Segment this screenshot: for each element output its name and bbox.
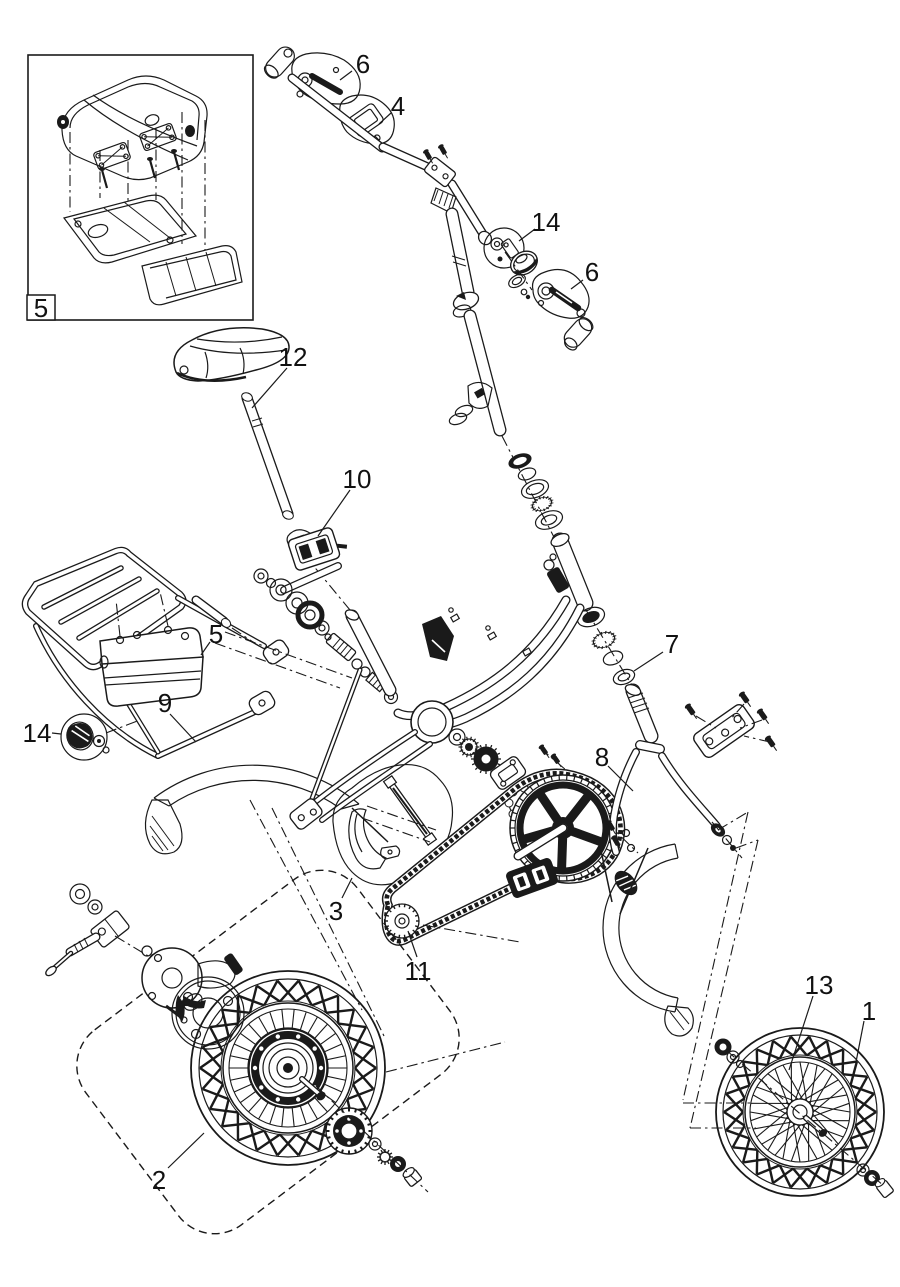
callout-label-1: 6 xyxy=(356,49,370,79)
callout-leader-15 xyxy=(788,995,814,1071)
fork-bracket xyxy=(693,703,755,759)
mount-plate xyxy=(139,122,177,152)
inset-bolts xyxy=(99,149,181,189)
callout-label-2: 4 xyxy=(391,91,405,121)
torque-arm xyxy=(90,910,130,948)
rear-wheel xyxy=(190,970,386,1166)
front-wheel-group xyxy=(714,1027,894,1199)
callout-leader-14 xyxy=(167,1132,205,1169)
callout-leader-8 xyxy=(169,713,197,743)
inset-battery-box-group xyxy=(27,54,254,321)
callout-label-16: 1 xyxy=(862,996,876,1026)
front-fender xyxy=(599,843,694,1037)
rear-sprocket xyxy=(325,1107,373,1155)
right-grip xyxy=(563,316,594,351)
callout-leader-10 xyxy=(633,651,664,672)
left-grip xyxy=(263,46,295,79)
frame-group xyxy=(289,553,585,830)
callout-label-4: 6 xyxy=(585,257,599,287)
tail-light xyxy=(60,713,141,761)
callout-leader-2 xyxy=(378,112,392,125)
headset-lower xyxy=(576,606,636,686)
inset-frame xyxy=(27,54,254,321)
headset-upper xyxy=(508,453,564,530)
rear-dropout xyxy=(289,798,323,830)
battery-base xyxy=(141,245,243,306)
callout-label-15: 13 xyxy=(805,970,834,1000)
callout-leader-16 xyxy=(855,1020,865,1063)
callout-leader-7 xyxy=(200,641,211,656)
clamp-bolt xyxy=(438,144,449,159)
battery-box xyxy=(99,591,204,707)
kickstand xyxy=(422,616,454,661)
bell-dome xyxy=(510,250,538,276)
chainguard-outline xyxy=(332,763,454,886)
callout-label-9: 14 xyxy=(23,718,52,748)
saddle-group xyxy=(173,327,351,611)
callout-label-13: 11 xyxy=(405,956,432,986)
callout-leader-11 xyxy=(607,765,634,792)
clamp-bolt xyxy=(423,149,434,164)
chainguard-group xyxy=(332,763,454,886)
drivetrain-group xyxy=(381,768,626,946)
hub-motor xyxy=(248,1028,328,1108)
callout-leader-9 xyxy=(51,732,62,735)
pedal-crank-group xyxy=(253,527,399,705)
callout-leader-3 xyxy=(518,228,536,242)
callout-label-3: 14 xyxy=(532,207,561,237)
bell-pod xyxy=(483,227,525,269)
rack-group xyxy=(21,546,389,855)
callout-label-11: 8 xyxy=(595,742,609,772)
bb-spindle xyxy=(325,632,357,662)
battery-tray xyxy=(62,194,198,264)
callout-label-10: 7 xyxy=(665,629,679,659)
callout-leader-5 xyxy=(251,367,288,409)
callout-label-5: 12 xyxy=(279,342,308,372)
callout-leader-1 xyxy=(339,70,353,81)
callout-label-6: 10 xyxy=(343,464,372,494)
rear-wheel-group xyxy=(45,799,506,1235)
handlebar-group xyxy=(263,46,637,693)
callout-label-12: 3 xyxy=(329,896,343,926)
callout-leader-6 xyxy=(317,489,351,537)
freewheel-bracket xyxy=(489,756,527,790)
bb-shell xyxy=(410,700,454,744)
callout-leader-13 xyxy=(407,930,418,958)
callout-label-7: 5 xyxy=(209,619,223,649)
display-pod xyxy=(339,94,395,145)
callout-label-0: 5 xyxy=(34,293,48,323)
right-pedal xyxy=(506,858,558,898)
callout-leader-4 xyxy=(570,279,584,290)
stem-clamp xyxy=(423,156,457,188)
callout-label-8: 9 xyxy=(158,688,172,718)
reflector-bracket xyxy=(467,381,493,409)
fork-group xyxy=(599,683,778,1129)
saddle xyxy=(173,327,290,382)
callout-leader-12 xyxy=(341,877,353,899)
pedal xyxy=(287,527,348,571)
callout-box-0 xyxy=(26,294,56,321)
callout-label-14: 2 xyxy=(152,1165,166,1195)
